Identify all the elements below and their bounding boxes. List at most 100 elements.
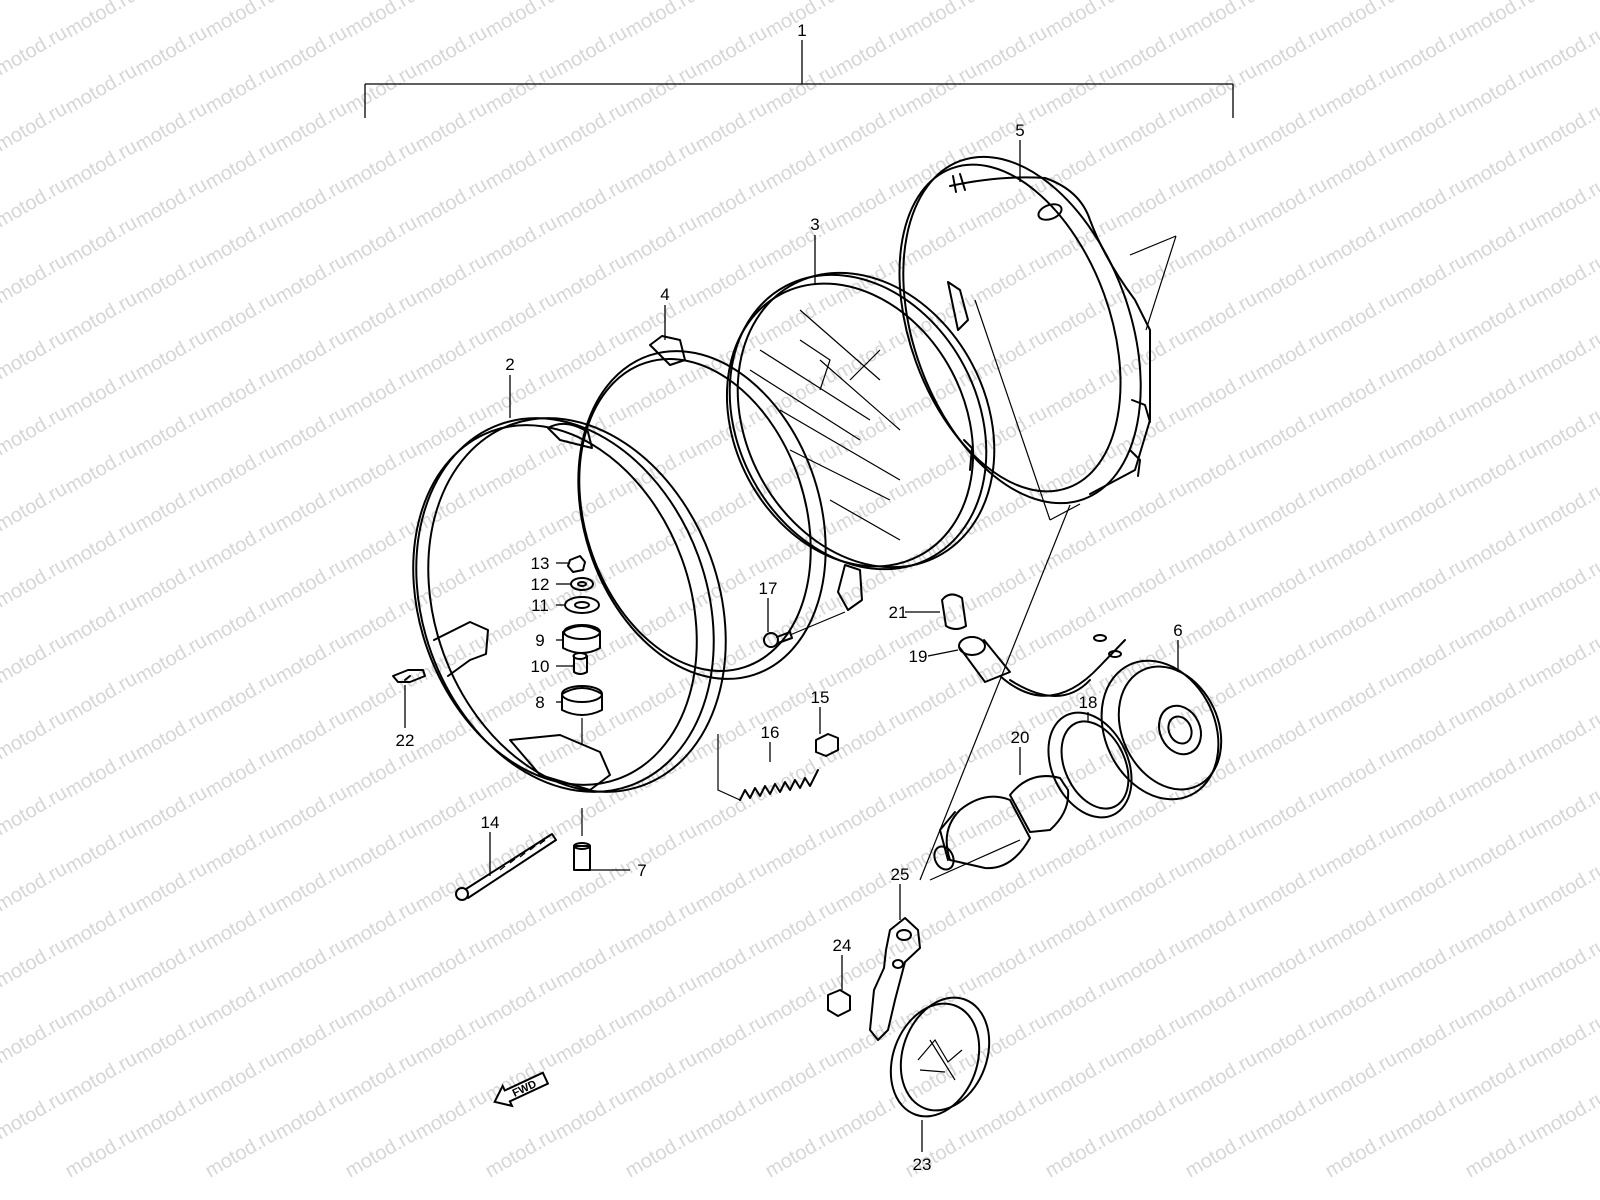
watermark-text: motod.ru bbox=[1322, 212, 1401, 271]
watermark-text: motod.ru bbox=[1462, 516, 1541, 575]
watermark-text: motod.ru bbox=[1392, 326, 1471, 385]
watermark-text: motod.ru bbox=[1392, 554, 1471, 613]
watermark-text: motod.ru bbox=[832, 98, 911, 157]
watermark-text: motod.ru bbox=[202, 212, 281, 271]
watermark-text: motod.ru bbox=[62, 212, 141, 271]
bracket-25-drawing bbox=[869, 917, 921, 1041]
watermark-text: motod.ru bbox=[482, 136, 561, 195]
watermark-text: motod.ru bbox=[0, 1010, 71, 1069]
watermark-text: motod.ru bbox=[132, 98, 211, 157]
watermark-text: motod.ru bbox=[62, 364, 141, 423]
watermark-text: motod.ru bbox=[202, 668, 281, 727]
bulb-holder-18-drawing bbox=[1047, 711, 1133, 819]
watermark-text: motod.ru bbox=[1532, 630, 1600, 689]
watermark-text: motod.ru bbox=[1252, 0, 1331, 4]
watermark-text: motod.ru bbox=[342, 744, 421, 803]
watermark-text: motod.ru bbox=[412, 1086, 491, 1145]
watermark-text: motod.ru bbox=[622, 1048, 701, 1107]
watermark-text: motod.ru bbox=[552, 934, 631, 993]
watermark-text: motod.ru bbox=[692, 250, 771, 309]
callout-10: 10 bbox=[531, 657, 550, 676]
watermark-text: motod.ru bbox=[1112, 1010, 1191, 1069]
callout-2: 2 bbox=[505, 355, 514, 374]
watermark-text: motod.ru bbox=[1532, 858, 1600, 917]
callout-labels: 1234567891011121314151617181920212223242… bbox=[396, 21, 1183, 1174]
watermark-text: motod.ru bbox=[0, 0, 1, 42]
watermark-text: motod.ru bbox=[832, 782, 911, 841]
watermark-text: motod.ru bbox=[412, 858, 491, 917]
watermark-text: motod.ru bbox=[692, 1010, 771, 1069]
watermark-text: motod.ru bbox=[272, 858, 351, 917]
watermark-text: motod.ru bbox=[412, 174, 491, 233]
watermark-text: motod.ru bbox=[1182, 1124, 1261, 1183]
callout-leaders bbox=[404, 140, 1179, 1152]
watermark-text: motod.ru bbox=[482, 60, 561, 119]
watermark-text: motod.ru bbox=[902, 1048, 981, 1107]
watermark-text: motod.ru bbox=[482, 668, 561, 727]
watermark-text: motod.ru bbox=[62, 440, 141, 499]
bulb-21-drawing bbox=[941, 593, 967, 630]
watermark-text: motod.ru bbox=[1392, 478, 1471, 537]
callout-7: 7 bbox=[637, 861, 646, 880]
watermark-text: motod.ru bbox=[482, 1124, 561, 1183]
watermark-text: motod.ru bbox=[1042, 896, 1121, 955]
watermark-text: motod.ru bbox=[1462, 1124, 1541, 1183]
watermark-text: motod.ru bbox=[972, 0, 1051, 4]
watermark-text: motod.ru bbox=[1322, 1048, 1401, 1107]
watermark-text: motod.ru bbox=[762, 212, 841, 271]
watermark-text: motod.ru bbox=[1112, 402, 1191, 461]
watermark-text: motod.ru bbox=[1532, 0, 1600, 4]
watermark-text: motod.ru bbox=[902, 212, 981, 271]
callout-4: 4 bbox=[660, 285, 669, 304]
watermark-text: motod.ru bbox=[832, 630, 911, 689]
watermark-text: motod.ru bbox=[762, 592, 841, 651]
watermark-text: motod.ru bbox=[1042, 288, 1121, 347]
watermark-text: motod.ru bbox=[0, 934, 71, 993]
watermark-text: motod.ru bbox=[132, 402, 211, 461]
watermark-text: motod.ru bbox=[1532, 1086, 1600, 1145]
watermark-text: motod.ru bbox=[272, 478, 351, 537]
watermark-text: motod.ru bbox=[1252, 706, 1331, 765]
watermark-text: motod.ru bbox=[482, 1048, 561, 1107]
watermark-text: motod.ru bbox=[1252, 174, 1331, 233]
watermark-text: motod.ru bbox=[342, 136, 421, 195]
watermark-text: motod.ru bbox=[552, 98, 631, 157]
watermark-text: motod.ru bbox=[62, 1048, 141, 1107]
watermark-text: motod.ru bbox=[1252, 22, 1331, 81]
watermark-text: motod.ru bbox=[832, 706, 911, 765]
assembly-bracket bbox=[364, 40, 1234, 118]
watermark-text: motod.ru bbox=[1392, 402, 1471, 461]
watermark-text: motod.ru bbox=[132, 706, 211, 765]
watermark-text: motod.ru bbox=[1532, 22, 1600, 81]
watermark-text: motod.ru bbox=[412, 0, 491, 4]
watermark-text: motod.ru bbox=[1462, 668, 1541, 727]
watermark-text: motod.ru bbox=[1112, 782, 1191, 841]
watermark-text: motod.ru bbox=[972, 326, 1051, 385]
watermark-text: motod.ru bbox=[1322, 896, 1401, 955]
watermark-text: motod.ru bbox=[482, 972, 561, 1031]
watermark-text: motod.ru bbox=[412, 782, 491, 841]
watermark-text: motod.ru bbox=[1462, 136, 1541, 195]
watermark-text: motod.ru bbox=[1182, 668, 1261, 727]
watermark-text: motod.ru bbox=[62, 60, 141, 119]
callout-5: 5 bbox=[1015, 121, 1024, 140]
watermark-text: motod.ru bbox=[342, 60, 421, 119]
watermark-text: motod.ru bbox=[1322, 0, 1401, 42]
watermark-text: motod.ru bbox=[1392, 98, 1471, 157]
watermark-text: motod.ru bbox=[622, 1124, 701, 1183]
callout-15: 15 bbox=[811, 688, 830, 707]
watermark-text: motod.ru bbox=[552, 22, 631, 81]
callout-21: 21 bbox=[889, 603, 908, 622]
watermark-text: motod.ru bbox=[1182, 212, 1261, 271]
callout-20: 20 bbox=[1011, 728, 1030, 747]
callout-3: 3 bbox=[810, 215, 819, 234]
watermark-text: motod.ru bbox=[1392, 706, 1471, 765]
watermark-text: motod.ru bbox=[1112, 326, 1191, 385]
watermark-text: motod.ru bbox=[1532, 174, 1600, 233]
watermark-text: motod.ru bbox=[202, 744, 281, 803]
watermark-text: motod.ru bbox=[342, 288, 421, 347]
watermark-text: motod.ru bbox=[482, 288, 561, 347]
callout-16: 16 bbox=[761, 723, 780, 742]
watermark-text: motod.ru bbox=[692, 174, 771, 233]
watermark-text: motod.ru bbox=[0, 98, 71, 157]
